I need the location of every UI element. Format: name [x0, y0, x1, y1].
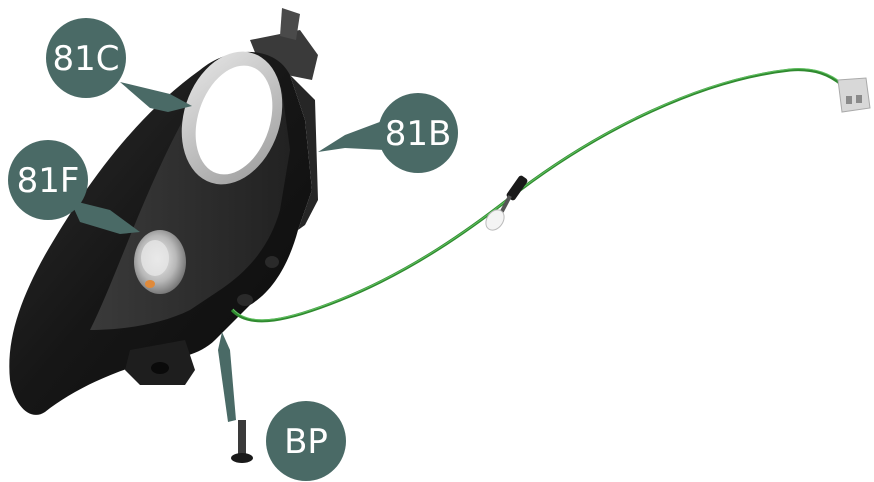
wire-harness: [232, 69, 870, 321]
screw-bp: [231, 420, 253, 463]
callout-label-bp: BP: [284, 422, 328, 462]
callout-label-81f: 81F: [17, 161, 80, 201]
callout-label-81b: 81B: [385, 114, 452, 154]
lamp-81f: [134, 230, 186, 294]
callout-81c: 81C: [46, 18, 192, 112]
callout-81b: 81B: [318, 93, 458, 173]
callout-label-81c: 81C: [52, 39, 119, 79]
